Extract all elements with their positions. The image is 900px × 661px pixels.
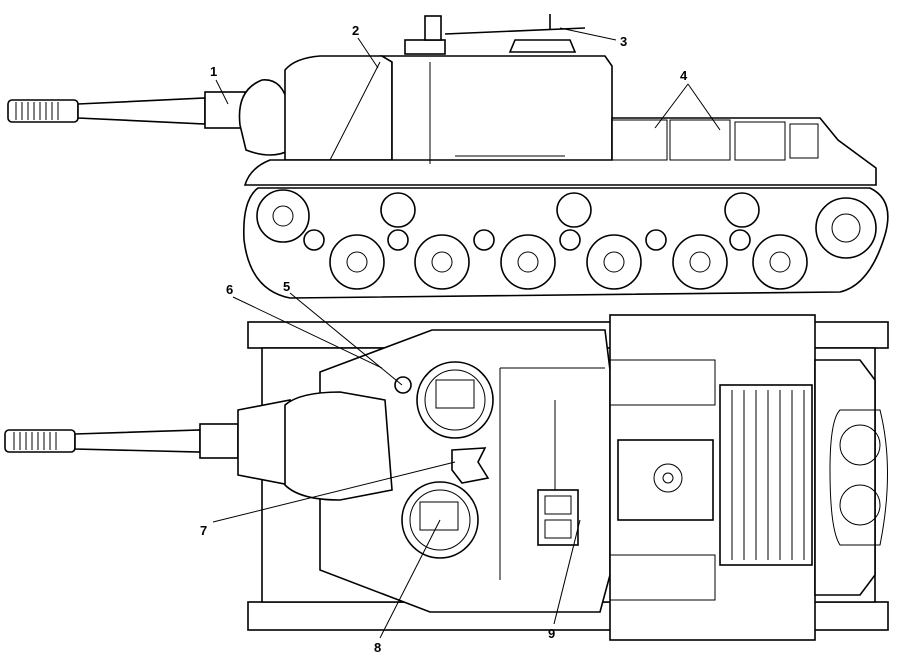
side-gun: [7, 91, 246, 129]
top-periscope-port: [394, 376, 412, 394]
callout-7: 7: [200, 523, 207, 538]
top-rear-plate: [814, 359, 888, 596]
side-track: [242, 187, 889, 299]
callout-5: 5: [283, 279, 290, 294]
side-return-rollers: [303, 192, 760, 251]
top-view: [4, 314, 889, 641]
callout-6: 6: [226, 282, 233, 297]
top-commander-hatch: [416, 361, 494, 439]
top-hatch-plate: [451, 447, 490, 484]
side-road-wheels: [256, 189, 877, 290]
callout-1: 1: [210, 64, 217, 79]
callout-2: 2: [352, 23, 359, 38]
top-vent-block: [537, 489, 579, 546]
side-mantlet: [238, 79, 291, 156]
callout-4: 4: [680, 68, 688, 83]
callout-labels: 1 2 3 4 5 6 7 8 9: [200, 23, 688, 655]
callout-8: 8: [374, 640, 381, 655]
side-view: [7, 14, 889, 299]
top-gun: [4, 391, 393, 501]
callout-3: 3: [620, 34, 627, 49]
leader-lines: [212, 27, 721, 639]
top-engine-deck: [609, 314, 816, 641]
callout-9: 9: [548, 626, 555, 641]
side-machine-gun: [404, 14, 586, 55]
side-hull: [243, 55, 877, 186]
